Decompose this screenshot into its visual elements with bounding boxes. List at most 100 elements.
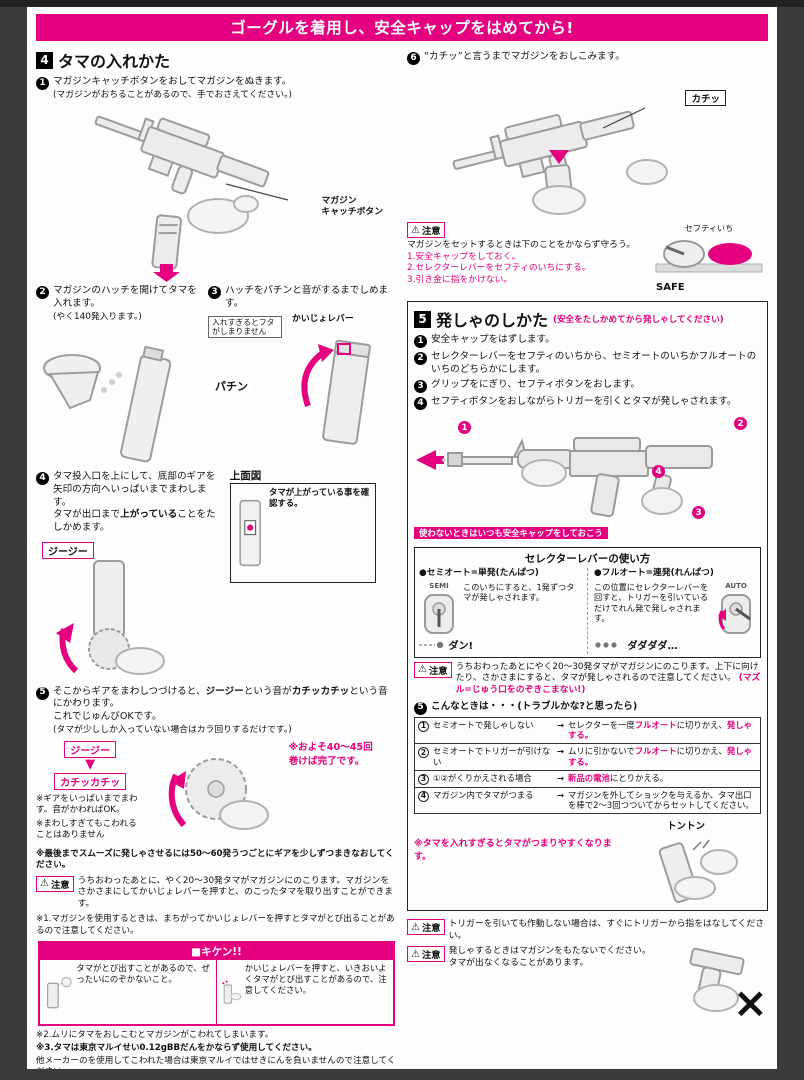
fire-caution-row: ⚠ 注意 うちおわったあとにやく20〜30発タマがマガジンにのこります。上下に向… <box>414 661 761 697</box>
semi-selector-figure: SEMI <box>419 582 459 639</box>
arrow-icon: → <box>557 789 565 800</box>
wind-count-note-block: ※およそ40〜45回 巻けば完了です。 <box>289 739 397 847</box>
section-load-number: 4 <box>36 51 53 69</box>
step-text: セフティボタンをおしながらトリガーを引くとタマが発しゃされます。 <box>431 396 737 408</box>
safety-banner: ゴーグルを着用し、安全キャップをはめてから! <box>36 14 768 41</box>
danger-cell-left: タマがとび出すことがあるので、ぜったいにのぞかないこと。 <box>40 960 216 1024</box>
step-text: ことをたしかめます。 <box>53 509 216 533</box>
trouble-row: 1 セミオートで発しゃしない → セレクターを一度フルオートに切りかえ、発しゃす… <box>414 716 761 745</box>
hold-magazine-caution-text: 発しゃするときはマガジンをもたないでください。 タマが出なくなることがあります。 <box>448 946 651 968</box>
hold-magazine-caution-row: ⚠ 注意 発しゃするときはマガジンをもたないでください。 タマが出なくなることが… <box>407 946 768 1024</box>
top-view-title: 上面図 <box>229 470 262 483</box>
semi-auto-column: ●セミオート=単発(たんぱつ) SEMI <box>419 568 581 654</box>
trouble-row-number: 4 <box>418 790 429 802</box>
magazine-set-rule-2: 2.セレクターレバーをセフティのいちにする。 <box>407 263 591 274</box>
step-number-badge: 3 <box>414 380 427 394</box>
trouble-row: 4 マガジン内でタマがつまる → マガジンを外してショックを与えるか、タマ出口を… <box>414 786 761 815</box>
rifle-side-view-drawing <box>416 437 713 518</box>
trigger-caution-row: ⚠ 注意 トリガーを引いても作動しない場合は、すぐにトリガーから指をはなしてくだ… <box>407 919 768 942</box>
gear-note-1: ※ギアをいっぱいまでまわす。音がかわればOK。 <box>36 794 138 816</box>
step-number-badge: 2 <box>414 352 427 365</box>
step-number-badge: 1 <box>36 77 49 90</box>
smooth-firing-note: ※最後までスムーズに発しゃさせるには50〜60発うつごとにギアを少しずつまきなお… <box>36 849 394 871</box>
semi-header: ●セミオート=単発(たんぱつ) <box>419 568 539 579</box>
step-subtext: (やく140発入ります。) <box>53 311 142 322</box>
auto-sound-text: ダダダダ… <box>627 641 678 653</box>
fire-step2: 2 セレクターレバーをセフティのいちから、セミオートのいちかフルオートのいちのど… <box>414 351 761 376</box>
selector-usage-box: セレクターレバーの使い方 ●セミオート=単発(たんぱつ) SEMI <box>414 547 761 658</box>
insert-step6: 6 “カチッ”と言うまでマガジンをおしこみます。 <box>407 51 768 65</box>
arrow-icon: → <box>557 772 565 783</box>
tap-magazine-illustration: トントン <box>631 818 761 904</box>
warning-icon: ⚠ <box>411 224 420 236</box>
step-text-emphasis: ジージー <box>205 685 244 697</box>
trouble-row-number: 2 <box>418 747 429 759</box>
remove-magazine-illustration: マガジン キャッチボタン <box>36 104 397 283</box>
caution-badge-label: 注意 <box>421 226 441 237</box>
step-number-badge: 5 <box>414 701 427 715</box>
step-subtext: (タマが少ししか入っていない場合はカラ回りするだけです。) <box>53 724 292 735</box>
remaining-bbs-caution-text: うちおわったあとに、やく20〜30発タマがマガジンにのこります。マガジンをさかさ… <box>77 875 394 909</box>
magazine-set-rule-1: 1.安全キャップをしておく。 <box>407 251 521 262</box>
step-number-badge: 6 <box>407 52 420 65</box>
section-load-header: 4 タマの入れかた <box>36 48 397 72</box>
step-number-badge: 3 <box>208 286 222 300</box>
trouble-fix: セレクターを一度フルオートに切りかえ、発しゃする。 <box>568 719 752 741</box>
pink-down-arrow <box>153 264 180 283</box>
step-text: という音が <box>243 685 292 697</box>
step-text-emphasis: カチッカチッ <box>291 685 350 697</box>
semi-sound: ダン! <box>419 641 581 654</box>
load-step2-block: 2 マガジンのハッチを開けてタマを入れます。 (やく140発入ります。) <box>36 282 202 468</box>
down-arrow-icon: ▼ <box>85 757 96 773</box>
wind-count-line2: 巻けば完了です。 <box>288 756 365 768</box>
pachin-sound-label: パチン <box>210 377 254 394</box>
section-load-title: タマの入れかた <box>58 52 171 71</box>
trouble-fix: ムリに引かないでフルオートに切りかえ、発しゃする。 <box>568 746 753 767</box>
semi-description: このいちにすると、1発ずつタマが発しゃされます。 <box>463 581 575 603</box>
sound-change-block: ジージー ▼ カチッカチッ ※ギアをいっぱいまでまわす。音がかわればOK。 ※ま… <box>36 739 144 847</box>
caution-badge-label: 注意 <box>421 923 441 935</box>
safety-position-label: セフティいち <box>684 223 734 233</box>
step-text-block: タマ投入口を上にして、底部のギアを矢印の方向へいっぱいまでまわします。 タマが出… <box>53 471 224 534</box>
auto-selector-illustration <box>718 593 751 634</box>
step-number-badge: 1 <box>414 335 427 348</box>
marker-4: 4 <box>652 465 665 479</box>
safe-selector-illustration <box>655 240 763 273</box>
muzzle-direction-arrow <box>416 450 444 471</box>
label-line: キャッチボタン <box>321 207 383 218</box>
muzzle-warning-text: (マズル=じゅう口をのぞきこまない!) <box>455 673 761 696</box>
troubleshooting-table: 1 セミオートで発しゃしない → セレクターを一度フルオートに切りかえ、発しゃす… <box>414 716 761 815</box>
left-column: 4 タマの入れかた 1 マガジンキャッチボタンをおしてマガジンをぬきます。 (マ… <box>36 48 397 1069</box>
lever-highlight <box>337 342 352 355</box>
magazine-set-caution-panel: ⚠ 注意 マガジンをセットするときは下のことをかならず守ろう。 1.安全キャップ… <box>407 222 768 293</box>
step-number-badge: 4 <box>414 397 427 411</box>
load-note-2: ※2.ムリにタマをおしこむとマガジンがこわれてしまいます。 <box>36 1029 274 1040</box>
semi-sound-text: ダン! <box>448 641 474 653</box>
manual-page: ゴーグルを着用し、安全キャップをはめてから! 4 タマの入れかた 1 マガジンキ… <box>27 7 777 1069</box>
arrow-icon: → <box>557 719 565 730</box>
top-view-box: タマが上がっている事を確認する。 <box>229 483 376 584</box>
lever-press-illustration <box>222 980 242 1004</box>
release-lever-label: かいじょレバー <box>292 313 354 324</box>
step-text-block: マガジンのハッチを開けてタマを入れます。 (やく140発入ります。) <box>53 285 202 323</box>
load-step5-illustration-row: ジージー ▼ カチッカチッ ※ギアをいっぱいまでまわす。音がかわればOK。 ※ま… <box>36 739 397 847</box>
load-step4: 4 タマ投入口を上にして、底部のギアを矢印の方向へいっぱいまでまわします。 タマ… <box>36 471 224 534</box>
insert-magazine-illustration: カチッ <box>407 68 768 218</box>
fire-step5: 5 こんなときは・・・(トラブルかな?と思ったら) <box>414 701 761 715</box>
safety-position-block: セフティいち SAFE <box>650 222 768 293</box>
label-line: マガジン <box>321 196 357 207</box>
caution-badge: ⚠ 注意 <box>36 875 74 892</box>
single-shot-icon <box>419 641 444 649</box>
magazine-set-rule-3: 3.引き金に指をかけない。 <box>407 274 513 285</box>
tap-magazine-drawing <box>658 839 738 904</box>
wind-count-note: ※およそ40〜45回 巻けば完了です。 <box>289 739 397 767</box>
caution-badge: ⚠ 注意 <box>414 661 452 678</box>
troubleshooting-title: こんなときは・・・(トラブルかな?と思ったら) <box>431 700 638 712</box>
warning-icon: ⚠ <box>40 878 49 890</box>
auto-selector-figure: AUTO <box>716 582 756 639</box>
hand-on-magazine-drawing <box>689 948 745 1013</box>
kachikachi-sound-label: カチッカチッ <box>54 773 127 791</box>
close-hatch-illustration: 入れすぎるとフタがしまりません かいじょレバー <box>208 314 397 454</box>
pink-lever <box>708 243 752 265</box>
